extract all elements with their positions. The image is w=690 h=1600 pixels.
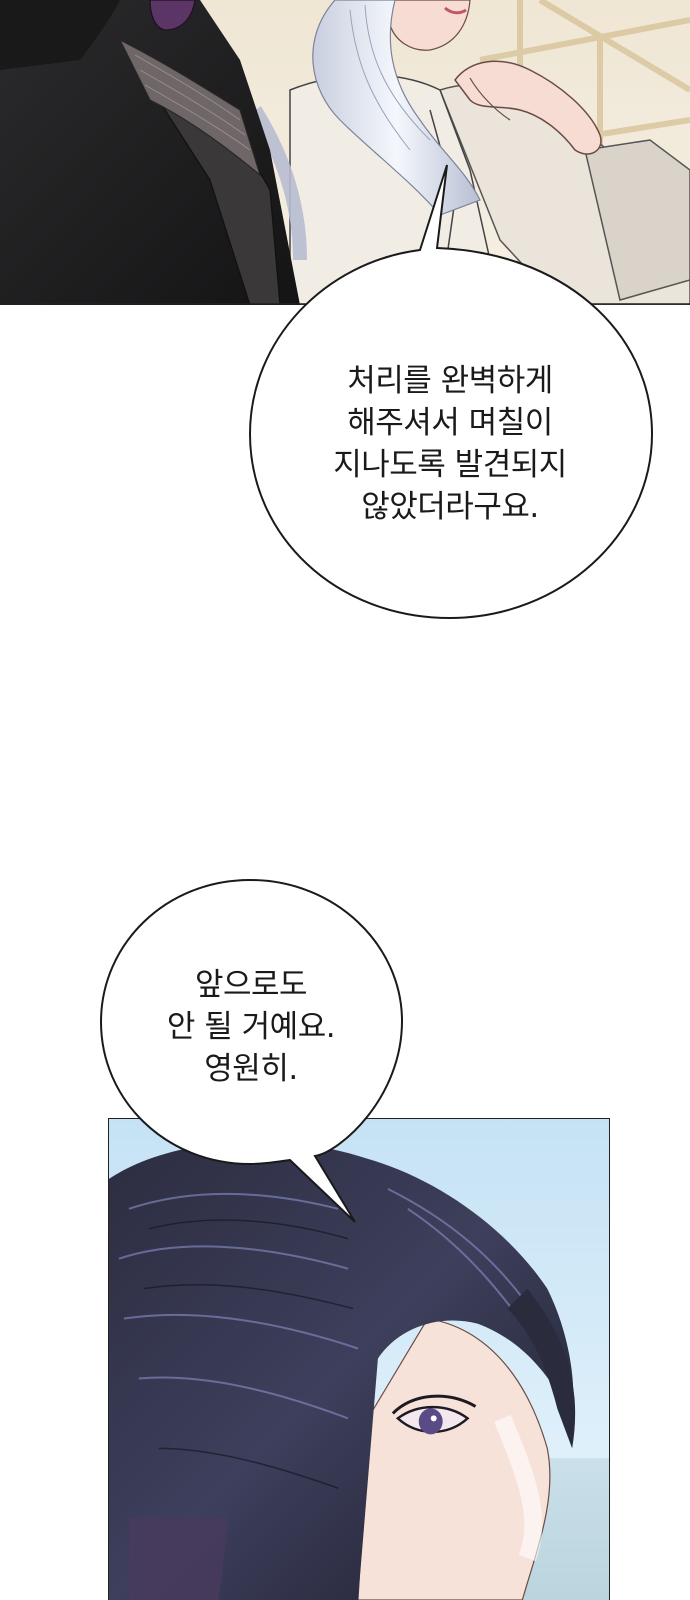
speech-bubble-2-text: 앞으로도 안 될 거예요. 영원히. [106, 964, 396, 1090]
bubble-2-line-3: 영원히. [204, 1051, 298, 1087]
illustration-character-closeup [109, 1119, 609, 1600]
bubble-1-line-1: 처리를 완벽하게 [347, 363, 553, 399]
speech-bubble-1-text: 처리를 완벽하게 해주셔서 며칠이 지나도록 발견되지 않았더라구요. [260, 360, 640, 528]
bubble-1-line-2: 해주셔서 며칠이 [347, 405, 553, 441]
illustration-panel-bottom [108, 1118, 610, 1600]
bubble-1-line-4: 않았더라구요. [361, 489, 539, 525]
illustration-panel-top [0, 0, 690, 305]
bubble-2-line-1: 앞으로도 [194, 967, 308, 1003]
bubble-2-line-2: 안 될 거예요. [166, 1009, 336, 1045]
bubble-1-line-3: 지나도록 발견되지 [333, 447, 567, 483]
illustration-characters-top [0, 0, 690, 305]
